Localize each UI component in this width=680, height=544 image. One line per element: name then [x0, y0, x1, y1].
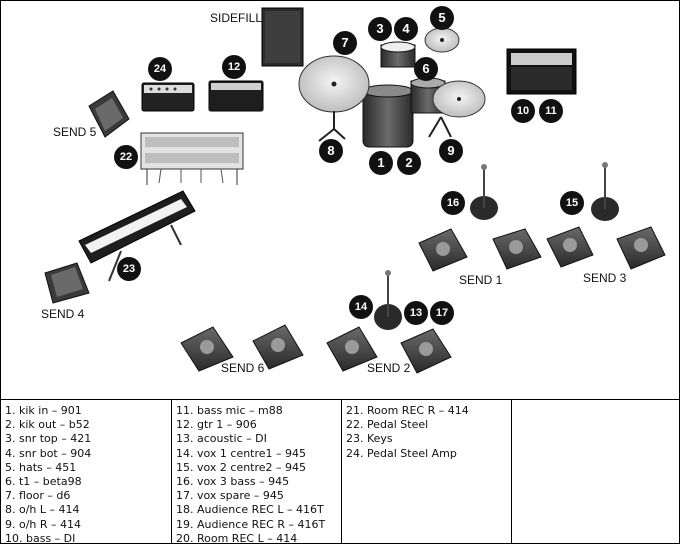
- badge-3: 3: [368, 17, 392, 41]
- stage-drawing: [44, 7, 666, 374]
- channel-row: 3. snr top – 421: [5, 432, 92, 446]
- vocal-mic-15: [591, 162, 619, 221]
- channel-row: 18. Audience REC L – 416T: [176, 503, 324, 517]
- badge-1: 1: [369, 151, 393, 175]
- channel-row: 19. Audience REC R – 416T: [176, 517, 326, 531]
- channel-row: 6. t1 – beta98: [5, 475, 82, 489]
- badge-23: 23: [117, 257, 141, 281]
- channel-row: 2. kik out – b52: [5, 418, 90, 432]
- channel-list: 1. kik in – 901 2. kik out – b52 3. snr …: [1, 399, 679, 544]
- channel-column-3: 21. Room REC R – 414 22. Pedal Steel 23.…: [341, 400, 511, 543]
- send5-label: SEND 5: [53, 125, 97, 139]
- keyboard: [78, 190, 196, 282]
- send1-wedges: [418, 228, 542, 272]
- channel-column-2: 11. bass mic – m88 12. gtr 1 – 906 13. a…: [171, 400, 341, 544]
- bass-amp: [506, 48, 577, 95]
- badge-7: 7: [333, 31, 357, 55]
- send3-label: SEND 3: [583, 271, 627, 285]
- channel-row: 21. Room REC R – 414: [346, 404, 469, 417]
- vocal-mic-16: [470, 164, 498, 220]
- send6-wedges: [180, 324, 304, 372]
- guitar-amp: [208, 80, 264, 112]
- badge-22: 22: [114, 145, 138, 169]
- badge-10: 10: [511, 99, 535, 123]
- badge-14: 14: [349, 295, 373, 319]
- badge-8: 8: [319, 139, 343, 163]
- channel-row: 12. gtr 1 – 906: [176, 418, 257, 432]
- badge-2: 2: [397, 151, 421, 175]
- stage-area: SIDEFILL SEND 5 SEND 4 SEND 1 SEND 3 SEN…: [1, 1, 679, 399]
- pedal-steel-amp: [141, 82, 195, 112]
- channel-row: 24. Pedal Steel Amp: [346, 446, 457, 460]
- send1-label: SEND 1: [459, 273, 503, 287]
- send3-wedges: [546, 226, 666, 270]
- channel-row: 1. kik in – 901: [5, 404, 82, 417]
- send4-monitor: [44, 262, 90, 304]
- channel-column-4: [511, 400, 679, 543]
- badge-13: 13: [404, 301, 428, 325]
- sidefill-speaker: [261, 7, 304, 67]
- badge-4: 4: [394, 17, 418, 41]
- pedal-steel: [140, 132, 244, 185]
- channel-row: 9. o/h R – 414: [5, 517, 82, 531]
- channel-row: 10. bass – DI: [5, 531, 76, 544]
- drum-kit: [298, 27, 486, 148]
- sidefill-label: SIDEFILL: [210, 11, 263, 25]
- channel-column-1: 1. kik in – 901 2. kik out – b52 3. snr …: [1, 400, 171, 544]
- badge-24: 24: [148, 57, 172, 81]
- channel-row: 23. Keys: [346, 432, 393, 446]
- channel-row: 11. bass mic – m88: [176, 404, 283, 417]
- channel-row: 8. o/h L – 414: [5, 503, 80, 517]
- badge-12: 12: [222, 55, 246, 79]
- send4-label: SEND 4: [41, 307, 85, 321]
- send5-monitor: [88, 90, 130, 138]
- channel-row: 16. vox 3 bass – 945: [176, 475, 290, 489]
- channel-row: 7. floor – d6: [5, 489, 71, 503]
- channel-row: 15. vox 2 centre2 – 945: [176, 460, 307, 474]
- channel-row: 4. snr bot – 904: [5, 446, 92, 460]
- badge-11: 11: [539, 99, 563, 123]
- badge-6: 6: [414, 57, 438, 81]
- badge-16: 16: [441, 191, 465, 215]
- channel-row: 5. hats – 451: [5, 460, 77, 474]
- send2-wedges: [326, 326, 452, 374]
- badge-5: 5: [430, 6, 454, 30]
- channel-row: 20. Room REC L – 414: [176, 531, 298, 544]
- channel-row: 17. vox spare – 945: [176, 489, 284, 503]
- channel-row: 14. vox 1 centre1 – 945: [176, 446, 307, 460]
- badge-17: 17: [430, 301, 454, 325]
- badge-15: 15: [560, 191, 584, 215]
- send6-label: SEND 6: [221, 361, 265, 375]
- badge-9: 9: [439, 139, 463, 163]
- channel-row: 13. acoustic – DI: [176, 432, 267, 446]
- channel-row: 22. Pedal Steel: [346, 418, 429, 432]
- vocal-mic-14: [374, 270, 402, 330]
- send2-label: SEND 2: [367, 361, 411, 375]
